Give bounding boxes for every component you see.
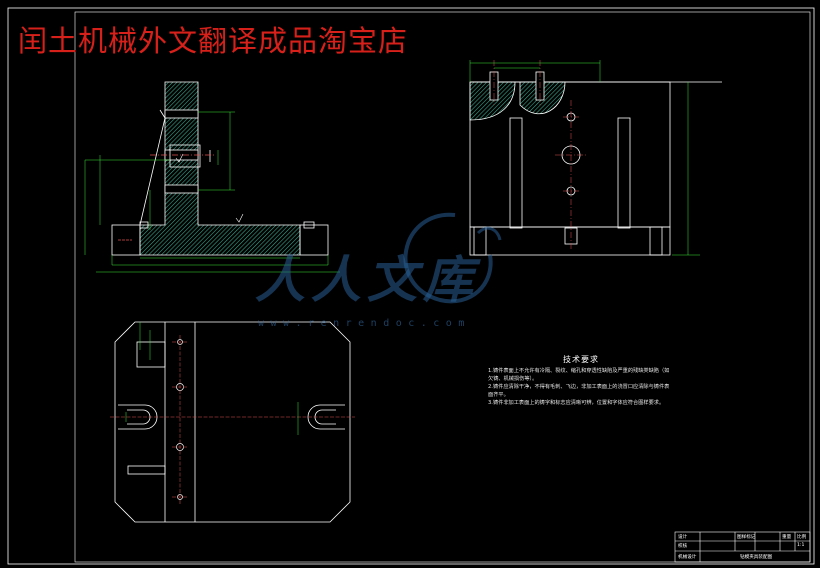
tech-requirement-item-3: 3.铸件非加工表面上的铸字和标志应清晰可辨，位置和字体应符合图样要求。 <box>488 400 665 406</box>
top-view <box>114 321 351 523</box>
watermark-brand: 人人文库 <box>255 250 479 309</box>
technical-requirements: 技术要求 1.铸件表面上不允许有冷隔、裂纹、缩孔和穿透性缺陷及严重的残缺类缺陷（… <box>488 356 674 407</box>
inner-frame <box>74 11 811 563</box>
front-view-dimensions <box>84 111 340 273</box>
title-block-r1c3: 图样标记 <box>737 535 756 540</box>
title-block-r2c5: 1:1 <box>797 543 805 548</box>
front-view <box>111 81 329 256</box>
title-block <box>674 531 811 563</box>
outer-frame <box>7 7 815 565</box>
roughness-symbols <box>175 153 244 223</box>
title-block-r1c4: 重量 <box>782 535 792 540</box>
title-block-r2c1: 校核 <box>678 544 688 549</box>
side-view-dimensions <box>469 60 700 256</box>
top-view-dimensions <box>125 322 299 435</box>
technical-requirements-title: 技术要求 <box>563 355 599 364</box>
title-block-r1c1: 设计 <box>678 535 688 540</box>
side-view-centerlines <box>493 60 587 250</box>
side-view <box>469 71 722 256</box>
title-block-drawing-name: 钻模夹具装配图 <box>740 555 773 560</box>
tech-requirement-item-2: 2.铸件应清除干净，不得有毛刺、飞边，非加工表面上的浇冒口应清除与铸件表面齐平。 <box>488 384 670 398</box>
shop-banner-title: 闰土机械外文翻译成品淘宝店 <box>18 24 409 58</box>
tech-requirement-item-1: 1.铸件表面上不允许有冷隔、裂纹、缩孔和穿透性缺陷及严重的残缺类缺陷（如欠铸、机… <box>488 368 670 382</box>
title-block-r1c5: 比例 <box>797 535 807 540</box>
top-view-centerlines <box>110 335 355 505</box>
watermark-logo-icon <box>403 212 502 304</box>
title-block-school: 机械设计 <box>678 555 697 560</box>
watermark-url: www.renrendoc.com <box>258 318 471 329</box>
